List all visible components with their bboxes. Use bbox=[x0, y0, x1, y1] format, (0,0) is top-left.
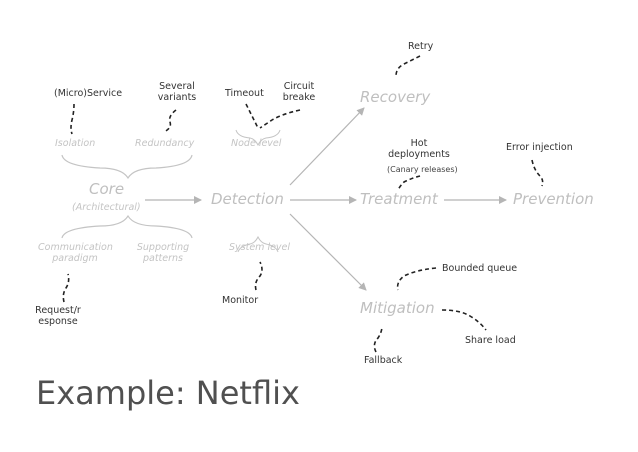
error-injection-example: Error injection bbox=[506, 142, 573, 153]
detection-to-recovery-arrow bbox=[289, 107, 365, 186]
request-response-connector bbox=[62, 273, 70, 303]
supporting-patterns-label: Supporting patterns bbox=[136, 242, 190, 264]
treatment-node: Treatment bbox=[360, 190, 438, 208]
detection-node: Detection bbox=[211, 190, 284, 208]
request-response-example: Request/r esponse bbox=[35, 305, 81, 327]
slide-title: Example: Netflix bbox=[36, 374, 300, 412]
fallback-connector bbox=[373, 325, 383, 353]
node-level-brace bbox=[235, 129, 281, 147]
share-load-connector bbox=[441, 309, 487, 331]
redundancy-label: Redundancy bbox=[135, 138, 195, 149]
several-variants-connector bbox=[163, 109, 177, 133]
timeout-example: Timeout bbox=[225, 88, 264, 99]
communication-paradigm-label: Communication paradigm bbox=[38, 242, 113, 264]
circuit-breaker-example: Circuit breake bbox=[282, 81, 316, 103]
hot-deployments-connector bbox=[397, 175, 421, 191]
microservice-connector bbox=[70, 103, 75, 135]
microservice-example: (Micro)Service bbox=[54, 88, 123, 99]
monitor-example: Monitor bbox=[222, 295, 259, 306]
retry-connector bbox=[395, 55, 421, 77]
system-level-brace bbox=[237, 235, 279, 253]
retry-example: Retry bbox=[408, 41, 434, 52]
prevention-node: Prevention bbox=[513, 190, 594, 208]
core-node: Core bbox=[89, 180, 125, 198]
core-top-brace bbox=[61, 154, 193, 180]
isolation-label: Isolation bbox=[55, 138, 96, 149]
bounded-queue-example: Bounded queue bbox=[442, 263, 518, 274]
detection-to-mitigation-arrow bbox=[289, 213, 367, 291]
hot-deployments-example: Hot deployments bbox=[388, 138, 450, 160]
mitigation-node: Mitigation bbox=[360, 299, 435, 317]
share-load-example: Share load bbox=[465, 335, 516, 346]
system-level-label: System level bbox=[229, 242, 291, 253]
core-bottom-brace bbox=[61, 214, 193, 239]
circuit-breaker-connector bbox=[259, 109, 301, 129]
core-architectural-label: (Architectural) bbox=[72, 202, 141, 213]
recovery-node: Recovery bbox=[360, 88, 431, 106]
bounded-queue-connector bbox=[396, 267, 437, 291]
error-injection-connector bbox=[531, 159, 544, 187]
fallback-example: Fallback bbox=[364, 355, 403, 366]
monitor-connector bbox=[254, 261, 263, 291]
timeout-connector bbox=[245, 103, 259, 129]
several-variants-example: Several variants bbox=[157, 81, 197, 103]
node-level-label: Node level bbox=[231, 138, 282, 149]
canary-releases-example: (Canary releases) bbox=[387, 165, 458, 174]
